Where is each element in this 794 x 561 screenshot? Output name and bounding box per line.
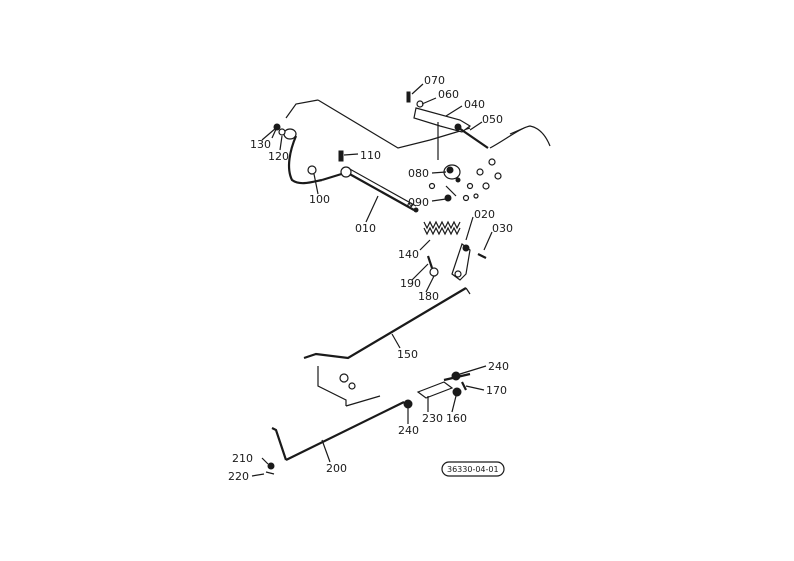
label-160: 160	[446, 412, 467, 425]
part-190-pin	[426, 255, 434, 269]
pin-050	[454, 123, 489, 149]
part-220-pin	[265, 471, 275, 475]
part-210-clip	[267, 462, 275, 470]
label-020: 020	[474, 208, 495, 221]
label-090: 090	[408, 196, 429, 209]
label-010: 010	[355, 222, 376, 235]
label-070: 070	[424, 74, 445, 87]
part-070-pin	[406, 91, 411, 103]
part-120-pin	[278, 128, 286, 136]
part-number-labels: 070 060 040 050 130 120 110 100 080 090 …	[228, 74, 513, 483]
label-220: 220	[228, 470, 249, 483]
label-190: 190	[400, 277, 421, 290]
part-030-pin	[477, 253, 487, 259]
label-180: 180	[418, 290, 439, 303]
exploded-washers	[428, 158, 502, 202]
label-040: 040	[464, 98, 485, 111]
part-160-nut	[452, 387, 462, 397]
label-060: 060	[438, 88, 459, 101]
label-100: 100	[309, 193, 330, 206]
part-240-upper	[443, 371, 471, 382]
bracket-040	[413, 107, 472, 160]
label-110: 110	[360, 149, 381, 162]
cam-assembly-080	[443, 164, 461, 197]
lower-bracket	[317, 366, 381, 407]
upper-frame-outline	[285, 99, 551, 149]
part-240-lower	[403, 399, 413, 409]
label-120: 120	[268, 150, 289, 163]
part-110-pin	[338, 150, 344, 162]
label-200: 200	[326, 462, 347, 475]
label-210: 210	[232, 452, 253, 465]
part-180-washer	[429, 267, 439, 277]
part-090-nut	[444, 194, 452, 202]
part-230-plate	[416, 381, 454, 399]
rod-010	[340, 166, 419, 213]
label-230: 230	[422, 412, 443, 425]
leader-lines	[251, 83, 493, 477]
pedal-arm-100	[283, 128, 349, 185]
label-240-upper: 240	[488, 360, 509, 373]
label-030: 030	[492, 222, 513, 235]
label-150: 150	[397, 348, 418, 361]
label-240-lower: 240	[398, 424, 419, 437]
label-140: 140	[398, 248, 419, 261]
part-170-pin	[461, 381, 467, 391]
rod-150	[303, 287, 471, 360]
drawing-code-text: 36330-04-01	[447, 465, 499, 474]
label-130: 130	[250, 138, 271, 151]
lever-020	[451, 243, 471, 281]
spring-140	[423, 220, 461, 236]
label-170: 170	[486, 384, 507, 397]
label-050: 050	[482, 113, 503, 126]
drawing-code-badge: 36330-04-01	[441, 461, 505, 477]
rod-200	[271, 401, 405, 461]
label-080: 080	[408, 167, 429, 180]
